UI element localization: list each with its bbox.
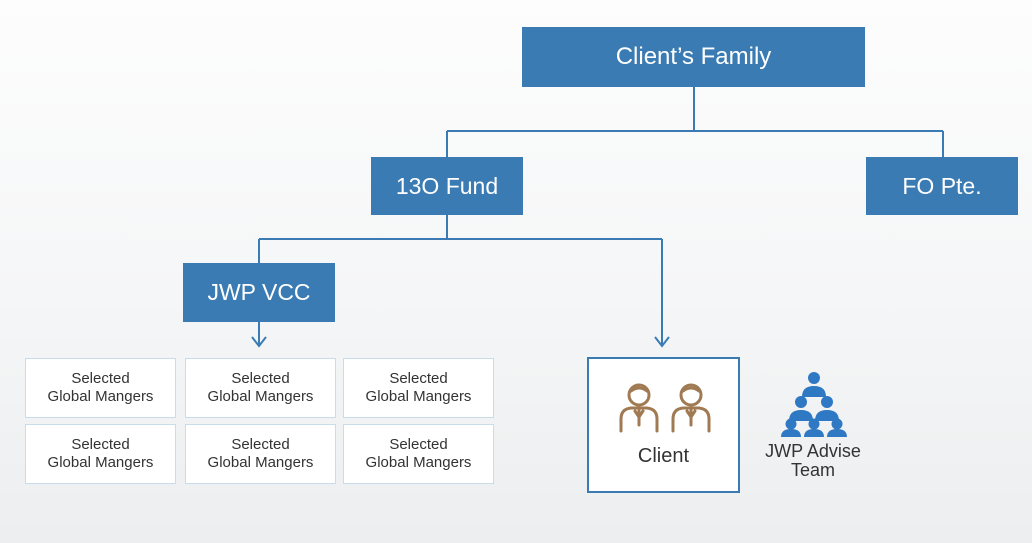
manager-line2: Global Mangers <box>47 454 154 471</box>
person-pair-icon <box>619 383 711 433</box>
manager-line1: Selected <box>389 436 448 453</box>
manager-line1: Selected <box>231 370 290 387</box>
manager-line2: Global Mangers <box>207 388 314 405</box>
node-13o-fund: 13O Fund <box>371 157 523 215</box>
manager-cell: Selected Global Mangers <box>343 358 494 418</box>
manager-line1: Selected <box>231 436 290 453</box>
manager-line2: Global Mangers <box>47 388 154 405</box>
manager-line2: Global Mangers <box>365 454 472 471</box>
manager-cell: Selected Global Mangers <box>343 424 494 484</box>
client-box: Client <box>587 357 740 493</box>
arrowhead-vcc <box>251 336 267 348</box>
team-label-line1: JWP Advise <box>765 441 861 461</box>
manager-line2: Global Mangers <box>207 454 314 471</box>
manager-cell: Selected Global Mangers <box>185 424 336 484</box>
team-label: JWP Advise Team <box>748 442 878 480</box>
node-fo-pte: FO Pte. <box>866 157 1018 215</box>
manager-line1: Selected <box>389 370 448 387</box>
team-hierarchy-icon <box>781 372 847 437</box>
team-label-line2: Team <box>790 460 835 480</box>
manager-line2: Global Mangers <box>365 388 472 405</box>
manager-cell: Selected Global Mangers <box>185 358 336 418</box>
manager-line1: Selected <box>71 436 130 453</box>
manager-line1: Selected <box>71 370 130 387</box>
node-jwp-vcc-label: JWP VCC <box>207 279 311 305</box>
node-jwp-vcc: JWP VCC <box>183 263 335 322</box>
global-managers-grid: Selected Global Mangers Selected Global … <box>25 358 494 486</box>
node-clients-family: Client’s Family <box>522 27 865 87</box>
node-fo-pte-label: FO Pte. <box>902 172 982 199</box>
client-label: Client <box>637 445 690 467</box>
manager-cell: Selected Global Mangers <box>25 358 176 418</box>
node-13o-fund-label: 13O Fund <box>395 172 499 199</box>
node-clients-family-label: Client’s Family <box>615 43 772 70</box>
arrowhead-client <box>654 336 670 348</box>
manager-cell: Selected Global Mangers <box>25 424 176 484</box>
